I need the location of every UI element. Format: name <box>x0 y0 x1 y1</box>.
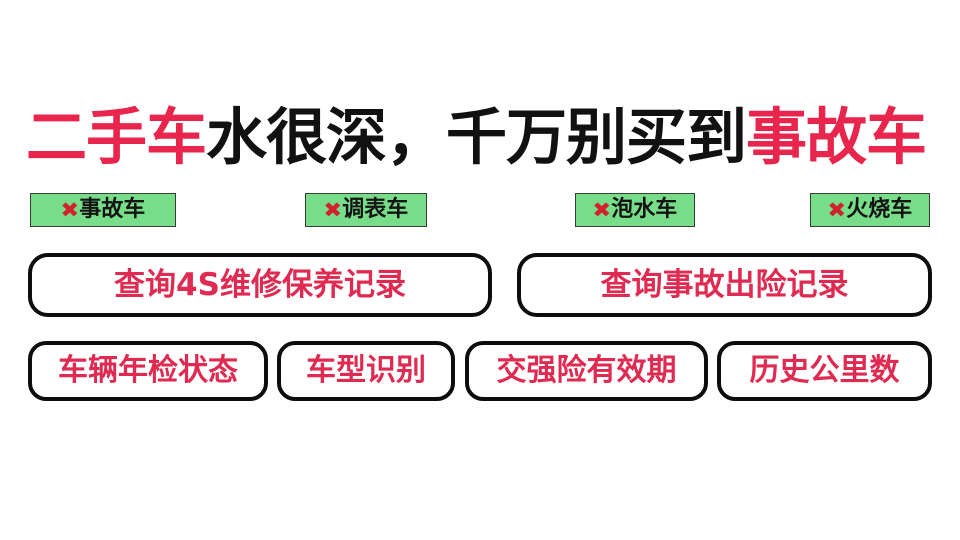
status-badge-flood-damaged-car[interactable]: ✖ 泡水车 <box>575 193 695 227</box>
status-badge-label: 调表车 <box>342 197 409 222</box>
query-4s-maintenance-records-button[interactable]: 查询4S维修保养记录 <box>28 253 492 317</box>
status-badge-odometer-tampered-car[interactable]: ✖ 调表车 <box>305 193 427 227</box>
status-badge-label: 事故车 <box>79 197 146 222</box>
status-badge-label: 火烧车 <box>846 197 913 222</box>
status-badge-label: 泡水车 <box>611 197 678 222</box>
vehicle-model-identification-button[interactable]: 车型识别 <box>277 341 455 401</box>
cross-mark-icon: ✖ <box>322 197 343 222</box>
cross-mark-icon: ✖ <box>591 197 612 222</box>
status-badge-accident-car[interactable]: ✖ 事故车 <box>30 193 176 227</box>
cross-mark-icon: ✖ <box>826 197 847 222</box>
status-badge-fire-damaged-car[interactable]: ✖ 火烧车 <box>810 193 930 227</box>
title-segment-highlight-end: 事故车 <box>746 102 927 173</box>
historical-mileage-button[interactable]: 历史公里数 <box>717 341 932 401</box>
title-segment-body: 水很深，千万别买到 <box>206 102 747 173</box>
vehicle-inspection-status-button[interactable]: 车辆年检状态 <box>28 341 268 401</box>
primary-button-row: 查询4S维修保养记录 查询事故出险记录 <box>0 253 960 317</box>
page-title: 二手车水很深，千万别买到事故车 <box>26 100 936 176</box>
warning-badge-row: ✖ 事故车 ✖ 调表车 ✖ 泡水车 ✖ 火烧车 <box>0 193 960 231</box>
query-accident-insurance-records-button[interactable]: 查询事故出险记录 <box>517 253 932 317</box>
compulsory-insurance-validity-button[interactable]: 交强险有效期 <box>465 341 708 401</box>
cross-mark-icon: ✖ <box>59 197 80 222</box>
title-segment-highlight-start: 二手车 <box>26 102 207 173</box>
secondary-button-row: 车辆年检状态 车型识别 交强险有效期 历史公里数 <box>0 341 960 401</box>
